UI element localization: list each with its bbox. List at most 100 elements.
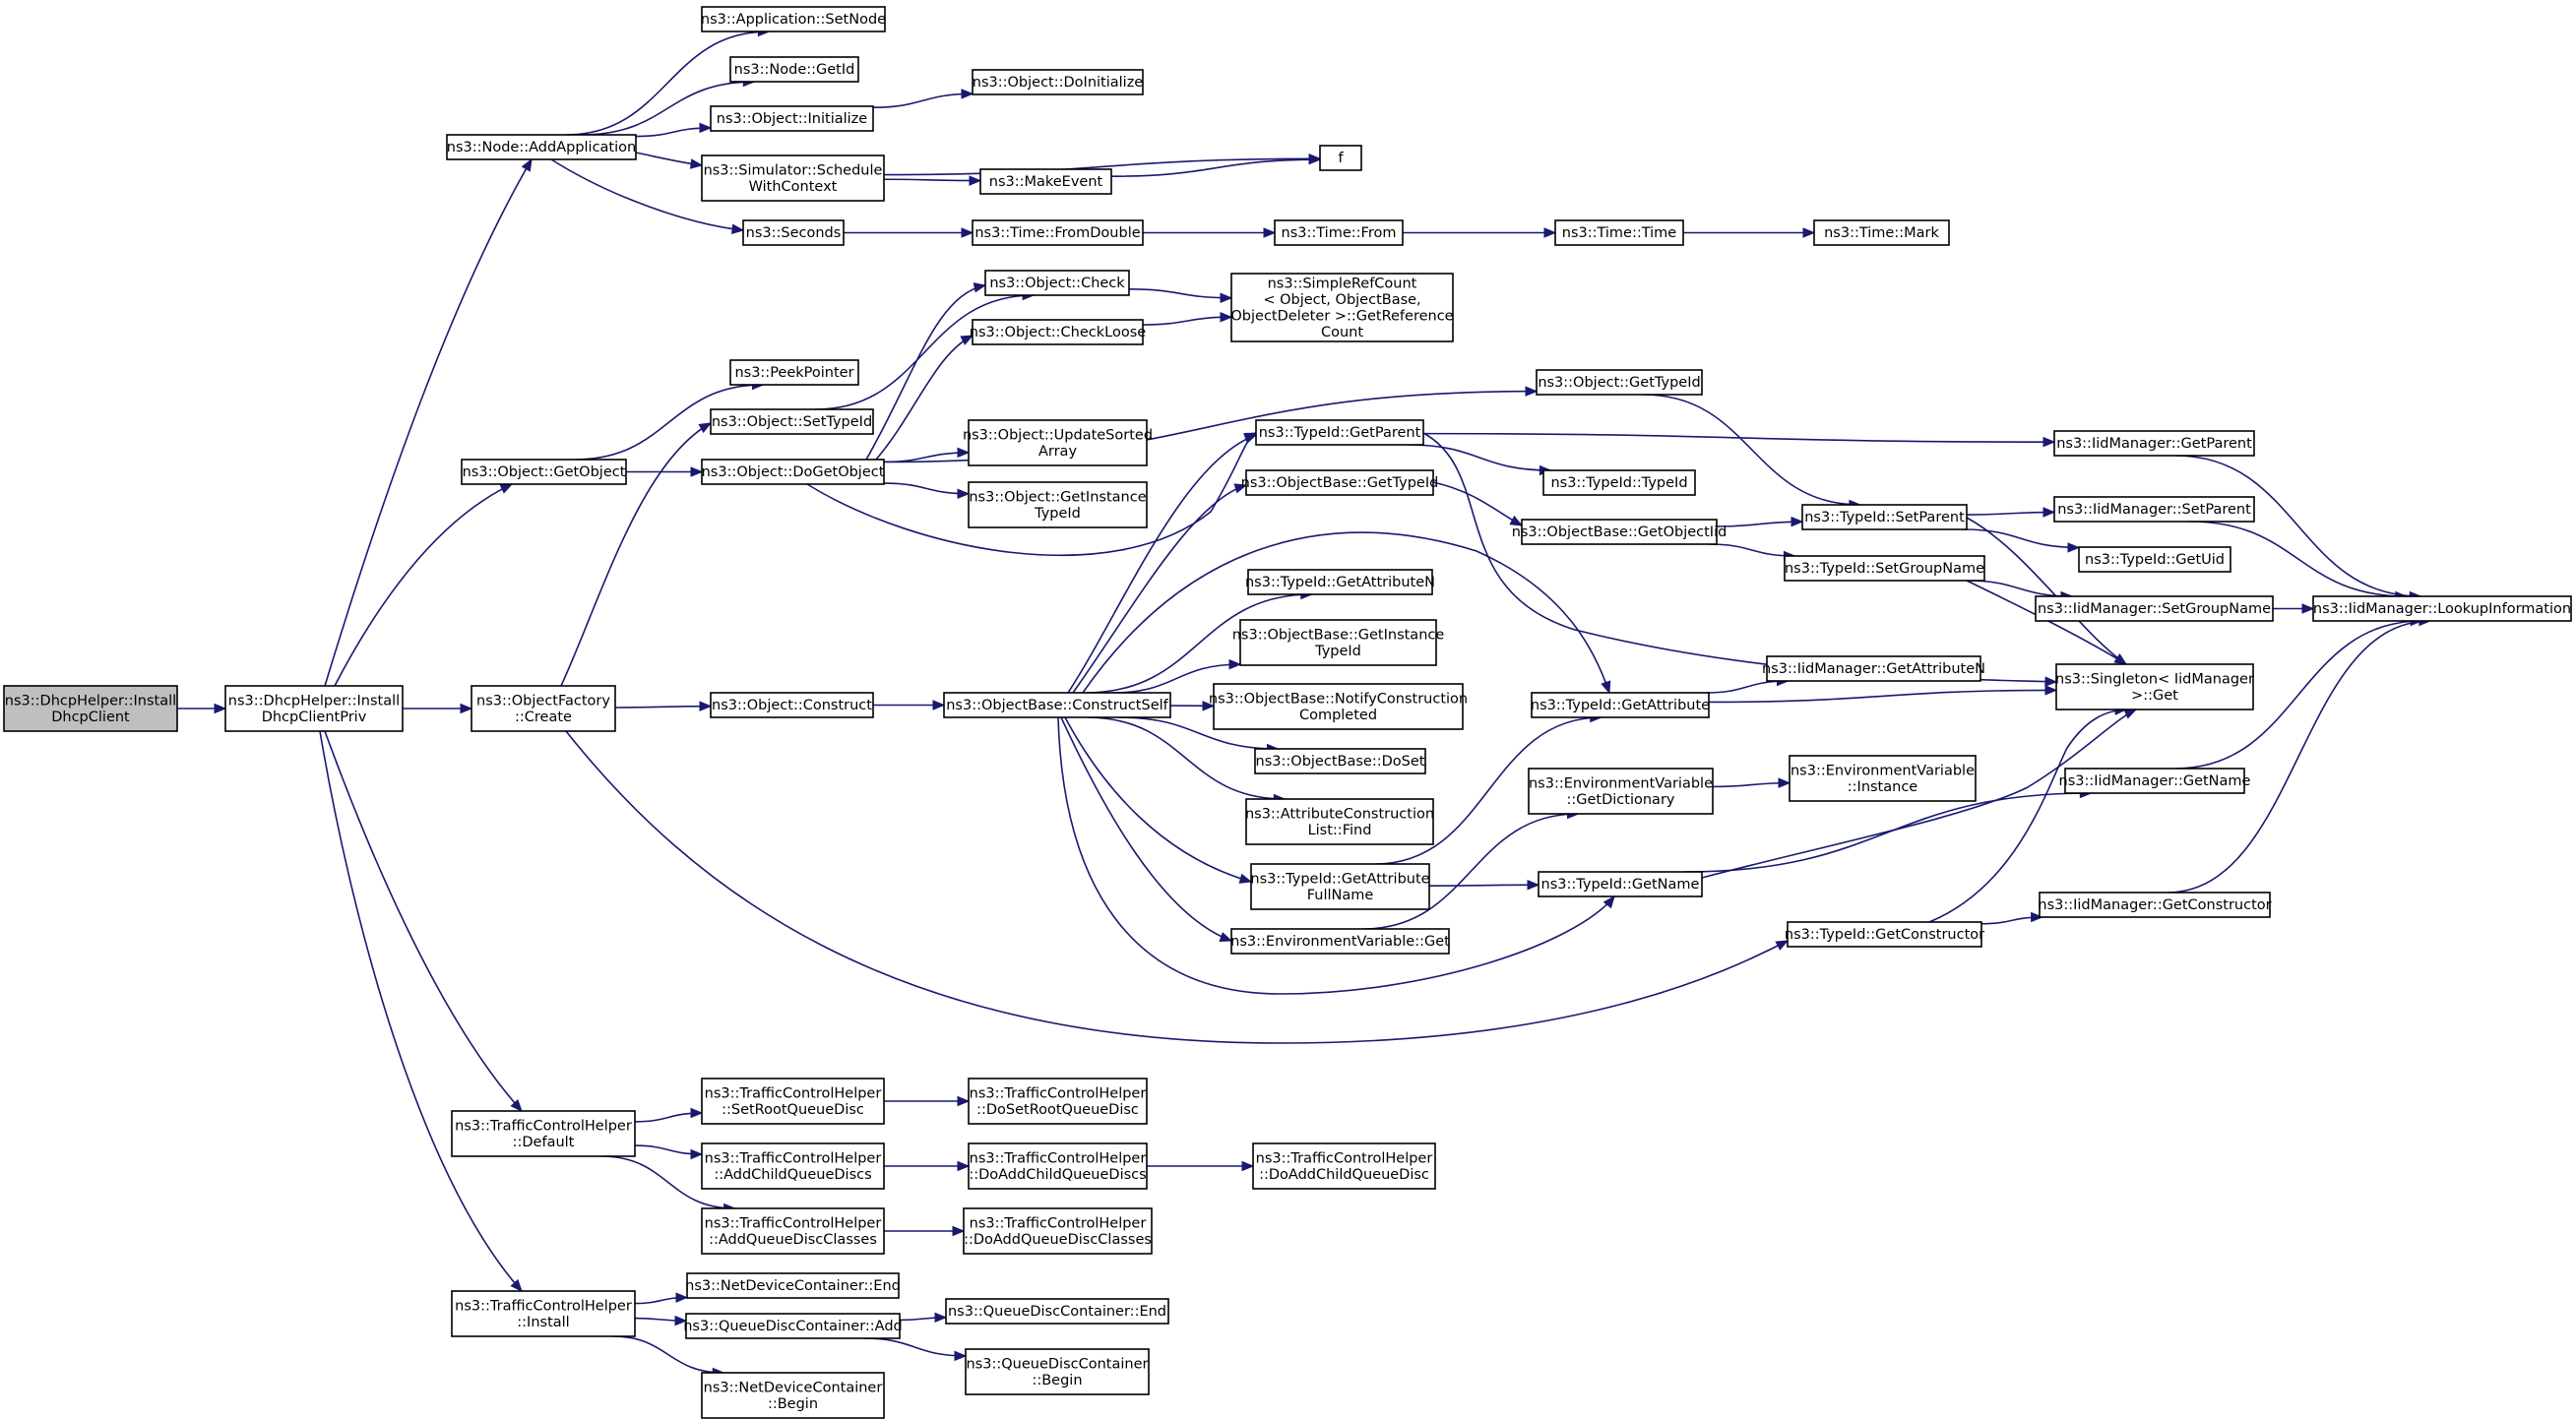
node-object-do-get-object[interactable]: ns3::Object::DoGetObject xyxy=(701,459,885,485)
node-env-var-instance[interactable]: ns3::EnvironmentVariable::Instance xyxy=(1789,755,1977,802)
edge-arrowhead xyxy=(1601,680,1611,695)
node-singleton-iidmanager-get[interactable]: ns3::Singleton< IidManager >::Get xyxy=(2055,663,2254,710)
node-env-var-get[interactable]: ns3::EnvironmentVariable::Get xyxy=(1230,928,1450,955)
node-node-get-id[interactable]: ns3::Node::GetId xyxy=(729,56,859,83)
node-label: ::SetRootQueueDisc xyxy=(722,1102,864,1118)
node-time-from[interactable]: ns3::Time::From xyxy=(1274,219,1404,246)
node-typeid-get-attribute[interactable]: ns3::TypeId::GetAttribute xyxy=(1531,692,1710,718)
node-objectbase-notify-construction-completed[interactable]: ns3::ObjectBase::NotifyConstructionCompl… xyxy=(1209,683,1468,730)
node-label: ns3::Seconds xyxy=(746,225,842,241)
node-objectbase-get-object-iid[interactable]: ns3::ObjectBase::GetObjectIid xyxy=(1512,519,1728,545)
node-time-mark[interactable]: ns3::Time::Mark xyxy=(1813,219,1950,246)
node-objectbase-construct-self[interactable]: ns3::ObjectBase::ConstructSelf xyxy=(943,692,1171,718)
node-time-time[interactable]: ns3::Time::Time xyxy=(1554,219,1684,246)
node-box xyxy=(3,685,178,732)
node-typeid-get-parent[interactable]: ns3::TypeId::GetParent xyxy=(1255,419,1424,446)
node-typeid-get-name[interactable]: ns3::TypeId::GetName xyxy=(1538,871,1703,897)
node-peek-pointer[interactable]: ns3::PeekPointer xyxy=(729,359,859,386)
node-time-from-double[interactable]: ns3::Time::FromDouble xyxy=(972,219,1144,246)
node-tch-do-add-child-queue-disc[interactable]: ns3::TrafficControlHelper::DoAddChildQue… xyxy=(1252,1142,1436,1190)
node-typeid-get-uid[interactable]: ns3::TypeId::GetUid xyxy=(2078,546,2231,573)
node-simple-ref-count[interactable]: ns3::SimpleRefCount< Object, ObjectBase,… xyxy=(1230,273,1454,342)
node-tch-do-add-child-queue-discs[interactable]: ns3::TrafficControlHelper::DoAddChildQue… xyxy=(968,1142,1148,1190)
node-label: ns3::DhcpHelper::Install xyxy=(5,693,176,709)
node-node-add-application[interactable]: ns3::Node::AddApplication xyxy=(446,134,637,160)
node-box xyxy=(1255,419,1424,446)
node-iidmanager-set-group-name[interactable]: ns3::IidManager::SetGroupName xyxy=(2035,595,2274,622)
node-typeid-typeid[interactable]: ns3::TypeId::TypeId xyxy=(1542,469,1696,496)
node-object-get-type-id[interactable]: ns3::Object::GetTypeId xyxy=(1536,369,1703,396)
node-label: ::Install xyxy=(517,1315,569,1330)
node-typeid-get-attribute-n[interactable]: ns3::TypeId::GetAttributeN xyxy=(1245,569,1435,595)
node-object-do-initialize[interactable]: ns3::Object::DoInitialize xyxy=(972,69,1144,95)
edge-arrowhead xyxy=(1802,227,1816,238)
node-object-check-loose[interactable]: ns3::Object::CheckLoose xyxy=(970,319,1146,345)
node-box xyxy=(1801,504,1968,530)
node-object-get-object[interactable]: ns3::Object::GetObject xyxy=(461,459,627,485)
edge-arrowhead xyxy=(690,466,704,477)
node-typeid-set-parent[interactable]: ns3::TypeId::SetParent xyxy=(1801,504,1968,530)
node-iidmanager-set-parent[interactable]: ns3::IidManager::SetParent xyxy=(2053,496,2255,523)
node-label: ns3::DhcpHelper::Install xyxy=(228,693,400,709)
node-tch-default[interactable]: ns3::TrafficControlHelper::Default xyxy=(451,1110,636,1157)
edge-arrowhead xyxy=(1775,940,1790,951)
node-box xyxy=(1531,692,1710,718)
node-tch-do-add-queue-disc-classes[interactable]: ns3::TrafficControlHelper::DoAddQueueDis… xyxy=(963,1207,1153,1255)
node-make-event[interactable]: ns3::MakeEvent xyxy=(979,168,1112,195)
node-env-var-get-dictionary[interactable]: ns3::EnvironmentVariable::GetDictionary xyxy=(1528,768,1714,815)
node-iidmanager-lookup-information[interactable]: ns3::IidManager::LookupInformation xyxy=(2312,595,2572,622)
node-ndc-begin[interactable]: ns3::NetDeviceContainer::Begin xyxy=(701,1372,885,1419)
node-label: ns3::QueueDiscContainer xyxy=(967,1356,1149,1372)
node-qdc-end[interactable]: ns3::QueueDiscContainer::End xyxy=(945,1298,1169,1325)
node-iidmanager-get-attribute-n[interactable]: ns3::IidManager::GetAttributeN xyxy=(1762,655,1985,682)
edge-typeid_get_parent-to-iidmanager_get_parent xyxy=(1422,432,2055,443)
node-objectbase-do-set[interactable]: ns3::ObjectBase::DoSet xyxy=(1254,748,1426,774)
node-box xyxy=(701,1078,885,1125)
node-box xyxy=(451,1110,636,1157)
edge-object_factory_create-to-typeid_get_constructor xyxy=(565,730,1789,1044)
node-object-factory-create[interactable]: ns3::ObjectFactory::Create xyxy=(471,685,616,732)
node-tch-add-queue-disc-classes[interactable]: ns3::TrafficControlHelper::AddQueueDiscC… xyxy=(701,1207,885,1255)
node-iidmanager-get-name[interactable]: ns3::IidManager::GetName xyxy=(2059,768,2251,794)
node-app-set-node[interactable]: ns3::Application::SetNode xyxy=(701,6,886,32)
node-label: ns3::Node::GetId xyxy=(734,62,855,78)
node-objectbase-get-type-id[interactable]: ns3::ObjectBase::GetTypeId xyxy=(1241,469,1439,496)
node-iidmanager-get-parent[interactable]: ns3::IidManager::GetParent xyxy=(2053,430,2255,457)
node-label: ns3::Time::FromDouble xyxy=(974,225,1140,241)
node-label: ::Begin xyxy=(1032,1373,1082,1388)
node-box xyxy=(701,1207,885,1255)
edge-object_check-to-simple_ref_count xyxy=(1128,288,1232,299)
node-object-construct[interactable]: ns3::Object::Construct xyxy=(710,692,874,718)
node-tch-add-child-queue-discs[interactable]: ns3::TrafficControlHelper::AddChildQueue… xyxy=(701,1142,885,1190)
node-iidmanager-get-constructor[interactable]: ns3::IidManager::GetConstructor xyxy=(2038,892,2272,918)
node-label: ns3::Time::From xyxy=(1282,225,1397,241)
node-typeid-set-group-name[interactable]: ns3::TypeId::SetGroupName xyxy=(1784,555,1985,582)
node-tch-set-root-queue-disc[interactable]: ns3::TrafficControlHelper::SetRootQueueD… xyxy=(701,1078,885,1125)
node-tch-do-set-root-queue-disc[interactable]: ns3::TrafficControlHelper::DoSetRootQueu… xyxy=(968,1078,1148,1125)
node-seconds[interactable]: ns3::Seconds xyxy=(742,219,845,246)
node-ndc-end[interactable]: ns3::NetDeviceContainer::End xyxy=(685,1272,901,1299)
node-object-set-type-id[interactable]: ns3::Object::SetTypeId xyxy=(710,408,874,435)
edge-arrowhead xyxy=(1228,658,1242,670)
node-tch-install[interactable]: ns3::TrafficControlHelper::Install xyxy=(451,1290,636,1337)
node-f[interactable]: f xyxy=(1319,145,1362,171)
node-qdc-add[interactable]: ns3::QueueDiscContainer::Add xyxy=(683,1313,903,1339)
node-box xyxy=(972,319,1144,345)
node-object-initialize[interactable]: ns3::Object::Initialize xyxy=(710,105,874,132)
node-qdc-begin[interactable]: ns3::QueueDiscContainer::Begin xyxy=(965,1348,1150,1395)
node-typeid-get-constructor[interactable]: ns3::TypeId::GetConstructor xyxy=(1785,921,1984,948)
node-object-check[interactable]: ns3::Object::Check xyxy=(984,270,1130,296)
edge-arrowhead xyxy=(1238,873,1253,884)
node-box xyxy=(968,1078,1148,1125)
edge-object_do_get_object-to-object_check_loose xyxy=(875,335,974,461)
node-box xyxy=(1789,755,1977,802)
